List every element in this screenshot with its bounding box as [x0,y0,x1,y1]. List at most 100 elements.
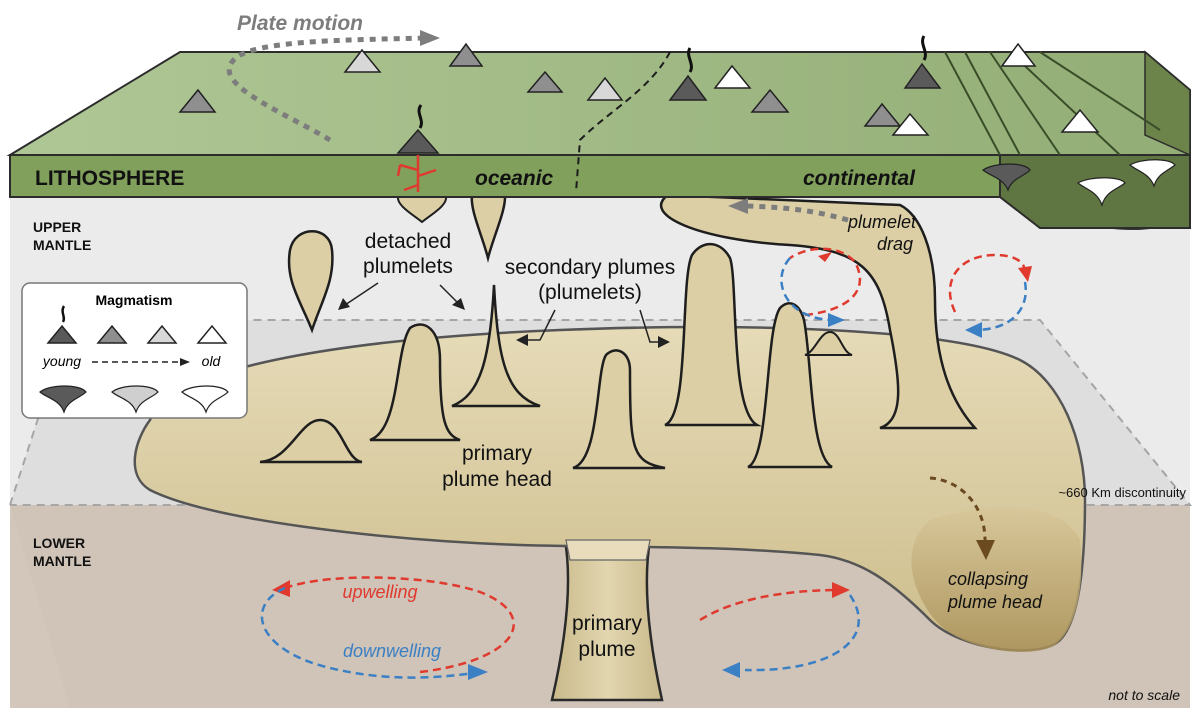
label-pointers [338,282,670,348]
volcano-icon [863,102,902,127]
discontinuity-label: ~660 Km discontinuity [1058,485,1186,500]
volcano-active-icon [46,324,78,344]
volcano-icon [178,88,217,113]
intrusions [982,159,1176,207]
upwelling-arrowhead [818,252,832,262]
pointer-arrowhead [516,334,528,346]
plate-right-side [1144,50,1191,157]
downwelling-arrow [744,594,861,672]
continental-label: continental [803,167,916,190]
mountain-ridge-3 [989,51,1061,156]
plumelet-c [451,284,541,408]
lithosphere-label: LITHOSPHERE [35,167,184,190]
convection-cells [260,247,1032,680]
secondary-plumes [259,242,853,470]
pointer-secondary-left [525,309,556,341]
intrusion-old-icon [181,385,229,414]
plate-motion-arrow [226,35,426,143]
pointer-arrowhead [452,298,465,310]
lower-mantle-label-1: LOWER [33,535,85,551]
volcano-icon [343,48,382,73]
pointer-arrowhead [658,336,670,348]
legend-young: young [42,353,81,369]
volcano-active-icon [668,74,708,101]
plumelet-f [747,302,833,469]
magmatism-legend: Magmatism young old [21,282,248,419]
upper-mantle-label-1: UPPER [33,219,81,235]
downwelling-arrow [260,586,481,679]
upwelling-arrowhead [832,582,850,598]
intrusion-young-icon [39,385,87,414]
upwelling-arrow [948,253,1027,313]
primary-head-label-2: plume head [442,468,552,491]
plate-motion-label: Plate motion [237,12,363,35]
downwelling-label: downwelling [343,641,441,661]
plumelet-drag-arrowhead [728,198,748,214]
ocean-continent-boundary [575,51,671,193]
plumelet-drag-label-1: plumelet [847,212,917,232]
primary-plume-conduit [550,538,664,702]
volcano-old-icon [146,324,178,344]
smoke-icon [687,47,693,73]
downwelling-arrowhead [828,313,845,327]
upwelling-arrow [284,576,515,674]
primary-plume-neck [565,539,651,561]
volcano-active-icon [903,62,942,89]
volcano-icon [1060,108,1100,133]
mountain-ridge-4 [1009,51,1121,156]
smoke-icon [921,35,927,61]
downwelling-arrow [974,281,1028,332]
lithosphere-plate [6,30,1191,229]
volcanoes [178,35,1100,192]
upwelling-arrow [789,247,862,317]
pointer-detached-left [344,282,379,306]
downwelling-arrowhead [468,664,488,680]
downwelling-arrowhead [722,662,740,678]
mountain-ridge-1 [944,51,1001,156]
intrusion-old-icon [1128,159,1176,188]
diagram-labels: Plate motion LITHOSPHERE oceanic contine… [33,12,1186,703]
underplate-blob [396,195,448,224]
intrusion-young-icon [982,163,1031,192]
smoke-icon [417,104,423,129]
downwelling-arrow [780,257,836,322]
magma-feeder [396,155,437,192]
mountain-ridge-5 [1039,51,1161,131]
volcano-icon [586,76,624,101]
downwelling-arrowhead [965,322,982,338]
primary-head-label-1: primary [462,442,533,465]
upwelling-label: upwelling [342,582,417,602]
plumelet-e [664,242,762,427]
not-to-scale-label: not to scale [1108,687,1180,703]
legend-title: Magmatism [95,292,172,308]
volcano-active-icon [396,128,440,154]
volcano-icon [448,42,484,67]
volcano-icon [1000,42,1037,67]
smoke-icon [61,305,66,323]
collapsing-lobe [911,506,1082,652]
upwelling-arrow [699,588,841,622]
detached-plumelet-1 [287,230,334,334]
secondary-label-1: secondary plumes [505,256,675,279]
plumelet-d [572,349,666,470]
upper-mantle-label-2: MANTLE [33,237,91,253]
detached-label-2: plumelets [363,255,453,278]
plumelet-g [804,330,853,356]
legend-old: old [202,353,222,369]
collapse-arrowhead [976,540,995,560]
volcano-oldest-icon [196,324,228,344]
volcano-icon [750,88,790,113]
volcano-icon [713,64,752,89]
volcano-young-icon [96,324,128,344]
primary-plume-label-1: primary [572,612,643,635]
pointer-arrowhead [338,298,350,310]
plate-motion-arrowhead [420,30,440,46]
mountain-ridge-2 [964,51,1021,156]
lower-mantle-label-2: MANTLE [33,553,91,569]
secondary-label-2: (plumelets) [538,281,642,304]
collapsing-label-2: plume head [947,592,1043,612]
intrusion-old-icon [1076,177,1126,207]
detached-label-1: detached [365,230,451,253]
oceanic-label: oceanic [475,167,554,190]
